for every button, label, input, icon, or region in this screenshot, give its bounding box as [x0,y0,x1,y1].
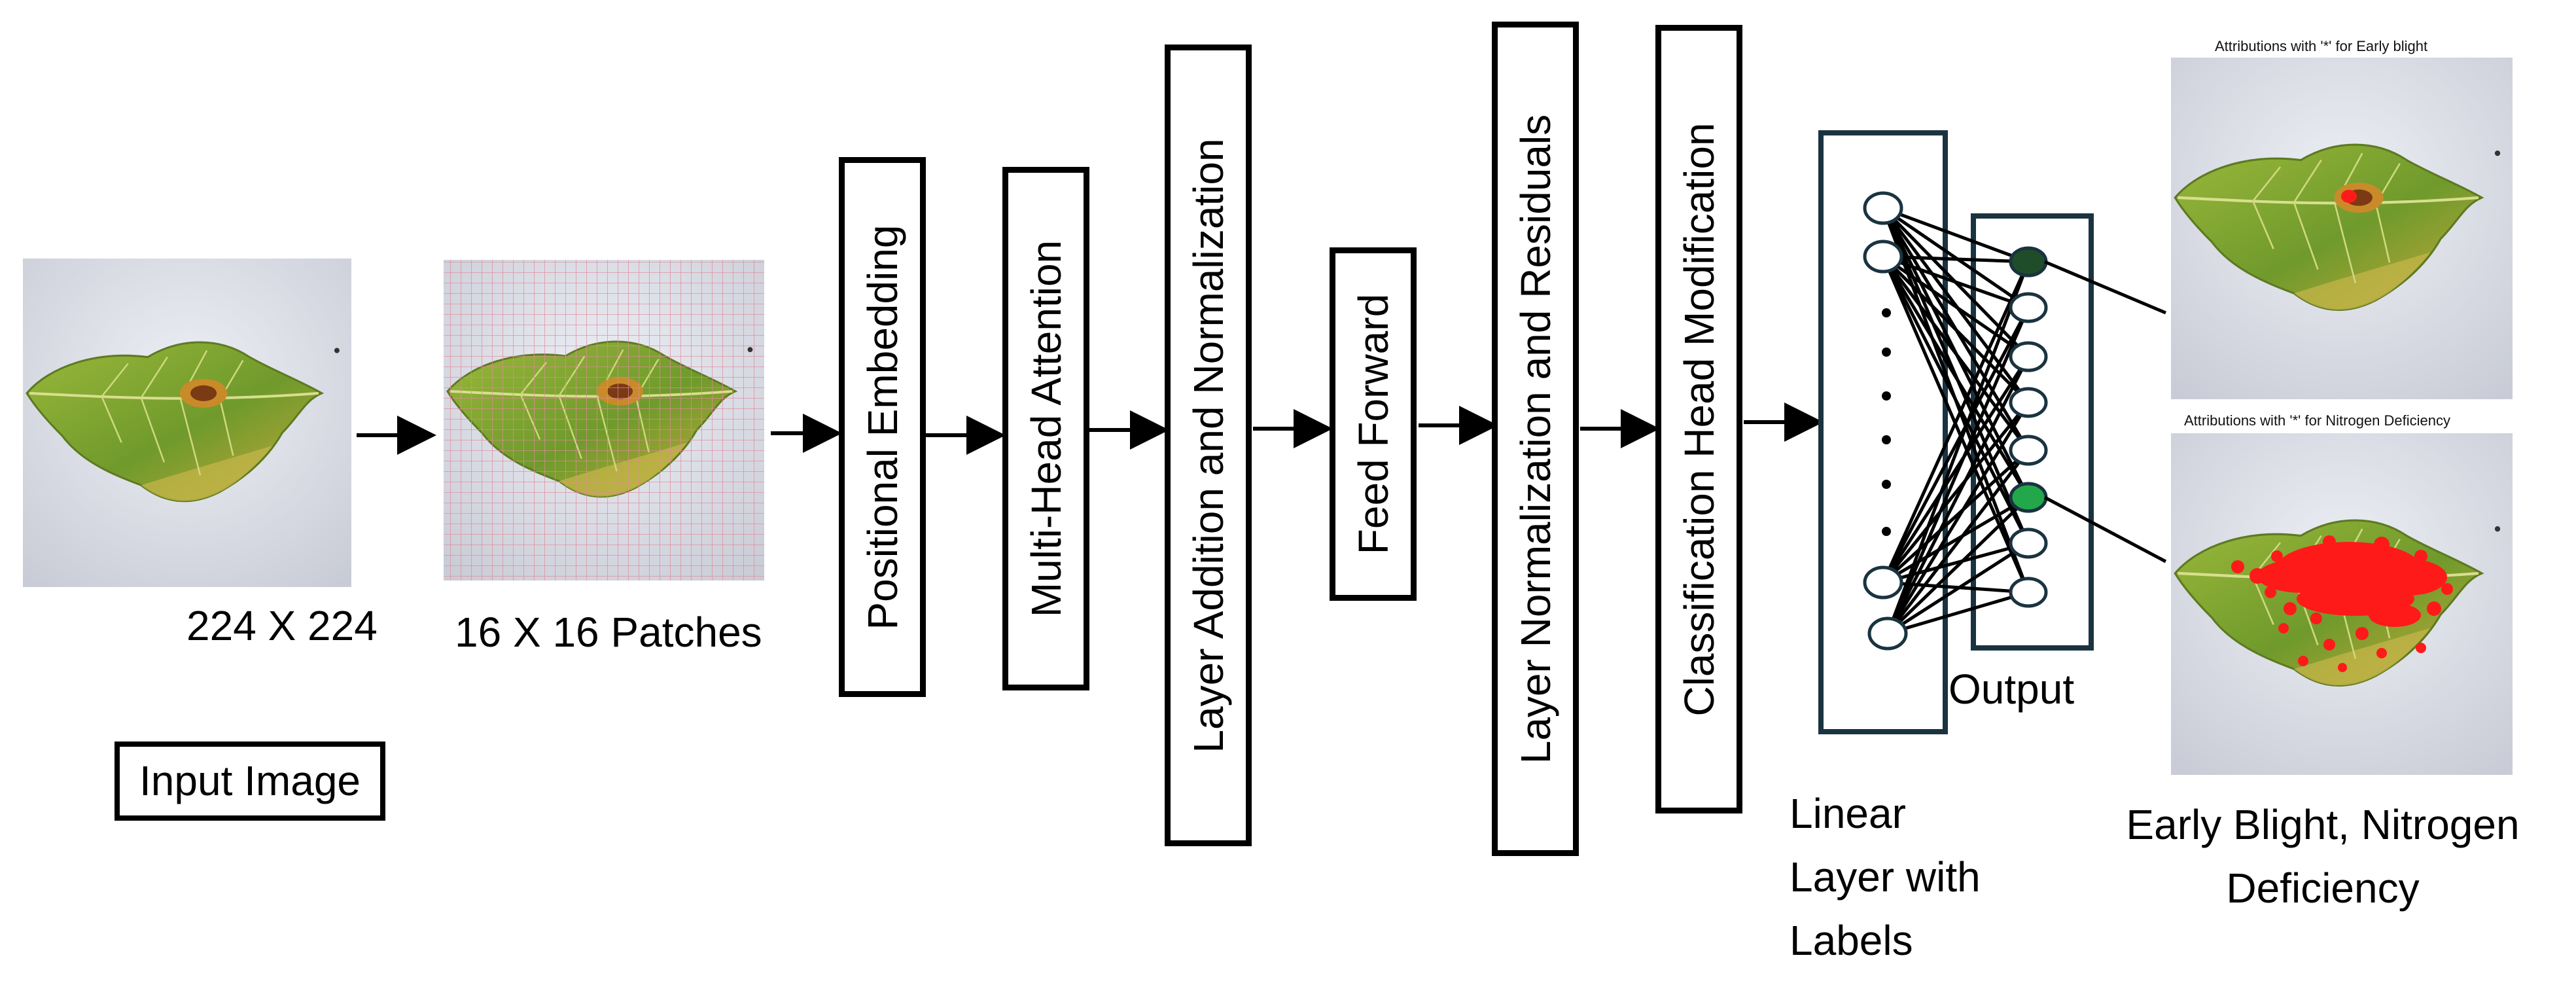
input-size-label: 224 X 224 [186,602,378,649]
output-node-nitrogen-deficiency [2009,482,2048,513]
stage-label: Layer Normalization and Residuals [1511,114,1559,764]
result-line1: Early Blight, Nitrogen [2126,801,2520,848]
patches-label: 16 X 16 Patches [455,609,762,656]
result-label: Early Blight, Nitrogen Deficiency [2081,800,2565,914]
link-nitrogen-attribution [2043,495,2167,563]
dense-connections [1881,206,2030,635]
attribution-image-nitrogen-deficiency [2171,433,2513,775]
linear-node [1867,617,1908,651]
linear-layer-box [1818,130,1948,734]
linear-label-line1: Linear [1790,790,1906,837]
stage-layer-normalization-residuals: Layer Normalization and Residuals [1492,22,1579,856]
input-leaf-image [23,259,351,587]
linear-label-line3: Labels [1790,916,1913,964]
linear-layer-nodes [1863,191,1908,651]
link-early-blight-attribution [2044,260,2166,315]
output-layer-nodes [2009,246,2048,608]
input-image-title: Input Image [115,742,385,821]
result-line2: Deficiency [2226,864,2420,912]
output-node [2009,527,2048,559]
stage-classification-head-modification: Classification Head Modification [1655,25,1742,813]
attribution-image-early-blight [2171,58,2513,399]
linear-node [1863,240,1903,274]
output-node [2009,341,2048,372]
stage-label: Classification Head Modification [1675,122,1723,717]
output-node [2009,387,2048,418]
output-node [2009,577,2048,608]
stage-label: Multi-Head Attention [1022,240,1070,618]
stage-layer-addition-normalization: Layer Addition and Normalization [1165,45,1252,846]
stage-multi-head-attention: Multi-Head Attention [1002,167,1089,690]
output-label: Output [1949,666,2075,713]
linear-label-line2: Layer with [1790,853,1981,901]
ellipsis-dots [1882,308,1891,536]
stage-label: Layer Addition and Normalization [1184,137,1232,753]
stage-label: Positional Embedding [858,224,906,630]
stage-feed-forward: Feed Forward [1330,247,1417,601]
stage-label: Feed Forward [1349,293,1397,555]
output-node [2009,435,2048,466]
linear-layer-label: Linear Layer with Labels [1790,789,1981,965]
attribution-title-early-blight: Attributions with '*' for Early blight [2215,38,2428,54]
linear-node [1863,565,1903,599]
attribution-title-nitrogen-deficiency: Attributions with '*' for Nitrogen Defic… [2184,412,2451,429]
output-node [2009,292,2048,323]
stage-positional-embedding: Positional Embedding [839,157,926,697]
linear-node [1863,191,1903,225]
output-node-early-blight [2009,246,2048,277]
patched-leaf-image [444,260,764,581]
